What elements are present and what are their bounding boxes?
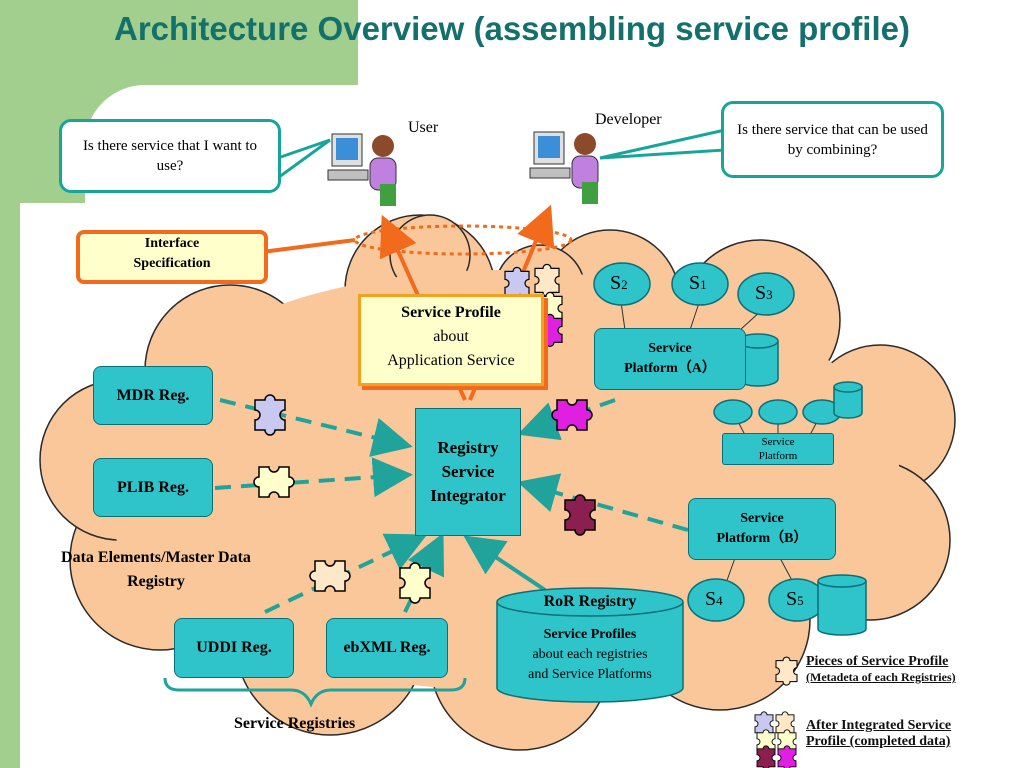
- puzzle-piece-icon: [309, 560, 351, 592]
- service-s5-label: S5: [786, 588, 804, 610]
- mdr-registry-label: MDR Reg.: [116, 386, 190, 404]
- registry-service-integrator[interactable]: Registry Service Integrator: [415, 408, 521, 536]
- developer-question-callout: Is there service that can be used by com…: [721, 101, 944, 178]
- user-computer-icon: [327, 133, 397, 206]
- service-s2-label: S2: [610, 272, 628, 294]
- integrator-line2: Service: [441, 462, 495, 481]
- ror-registry-body: Service Profiles about each registries a…: [497, 625, 683, 685]
- service-platform-a[interactable]: Service Platform（A）: [594, 328, 746, 390]
- database-cylinder-icon: [833, 381, 863, 419]
- platform-b-line2: Platform（B）: [716, 531, 808, 546]
- data-elements-label: Data Elements/Master Data Registry: [36, 546, 276, 594]
- integrator-line3: Integrator: [430, 486, 506, 505]
- service-s4-label: S4: [705, 588, 723, 610]
- database-cylinder-icon: [737, 333, 779, 387]
- platform-b-line1: Service: [740, 511, 784, 526]
- interface-spec-line1: Interface: [144, 236, 200, 251]
- ebxml-registry-label: ebXML Reg.: [343, 639, 431, 656]
- service-profile-line2: about: [433, 328, 469, 345]
- legend-pieces-line1[interactable]: Pieces of Service Profile: [806, 654, 949, 669]
- service-platform-small[interactable]: Service Platform: [722, 433, 834, 465]
- puzzle-piece-icon: [551, 399, 593, 431]
- service-profile-box: Service Profile about Application Servic…: [358, 294, 544, 386]
- interface-spec-callout: Interface Specification: [76, 230, 268, 284]
- service-registries-label: Service Registries: [234, 715, 356, 732]
- developer-question-text: Is there service that can be used by com…: [737, 121, 928, 158]
- plib-registry-box[interactable]: PLIB Reg.: [93, 458, 213, 517]
- uddi-registry-label: UDDI Reg.: [196, 639, 272, 656]
- legend-after-line1[interactable]: After Integrated Service: [806, 718, 952, 733]
- interface-ellipse: [353, 224, 573, 256]
- interface-spec-line2: Specification: [133, 256, 211, 271]
- ror-registry-title: RoR Registry: [543, 593, 637, 610]
- legend-pieces-line2[interactable]: (Metadeta of each Registries): [806, 670, 956, 684]
- ebxml-registry-box[interactable]: ebXML Reg.: [326, 618, 448, 678]
- user-question-text: Is there service that I want to use?: [82, 138, 258, 174]
- uddi-registry-box[interactable]: UDDI Reg.: [174, 618, 294, 678]
- legend-assembled-icon: [754, 711, 797, 768]
- user-question-callout: Is there service that I want to use?: [59, 119, 281, 193]
- platform-small-line1: Service: [761, 436, 795, 448]
- ror-line1: Service Profiles: [543, 627, 637, 642]
- ror-cylinder-icon: [496, 587, 684, 703]
- puzzle-piece-icon: [254, 394, 286, 436]
- service-s3-label: S3: [755, 282, 773, 304]
- developer-label: Developer: [595, 111, 662, 128]
- data-elements-line2: Registry: [127, 573, 185, 590]
- service-s1-label: S1: [689, 272, 707, 294]
- platform-small-line2: Platform: [758, 450, 798, 462]
- slide-accent-left: [0, 0, 20, 768]
- legend-piece-icon: [775, 656, 798, 686]
- platform-a-line1: Service: [648, 341, 692, 356]
- developer-callout-tail: [599, 128, 727, 160]
- platform-a-line2: Platform（A）: [624, 361, 716, 376]
- data-elements-line1: Data Elements/Master Data: [61, 549, 251, 566]
- legend-after[interactable]: After Integrated Service Profile (comple…: [806, 718, 951, 750]
- ror-connector: [463, 535, 547, 592]
- user-label: User: [408, 119, 439, 136]
- service-profile-line3: Application Service: [387, 352, 515, 369]
- service-circles: [593, 262, 842, 622]
- service-platform-b[interactable]: Service Platform（B）: [688, 498, 836, 560]
- plib-registry-label: PLIB Reg.: [117, 478, 189, 496]
- interface-pointer: [261, 238, 356, 254]
- registries-brace: [163, 677, 467, 708]
- slide-accent-top: [0, 0, 358, 88]
- page-title: Architecture Overview (assembling servic…: [114, 10, 910, 47]
- integrator-line1: Registry: [437, 438, 499, 457]
- ror-line2: about each registries: [532, 647, 648, 662]
- puzzle-piece-icon: [564, 494, 596, 536]
- legend-after-line2[interactable]: Profile (completed data): [806, 734, 951, 749]
- puzzle-piece-icon: [399, 562, 431, 604]
- developer-computer-icon: [529, 131, 599, 204]
- ror-line3: and Service Platforms: [528, 667, 652, 682]
- legend-pieces[interactable]: Pieces of Service Profile (Metadeta of e…: [806, 654, 956, 685]
- database-cylinder-icon: [817, 574, 867, 636]
- puzzle-piece-icon: [253, 466, 295, 498]
- mdr-registry-box[interactable]: MDR Reg.: [93, 366, 213, 425]
- service-profile-title: Service Profile: [401, 304, 501, 321]
